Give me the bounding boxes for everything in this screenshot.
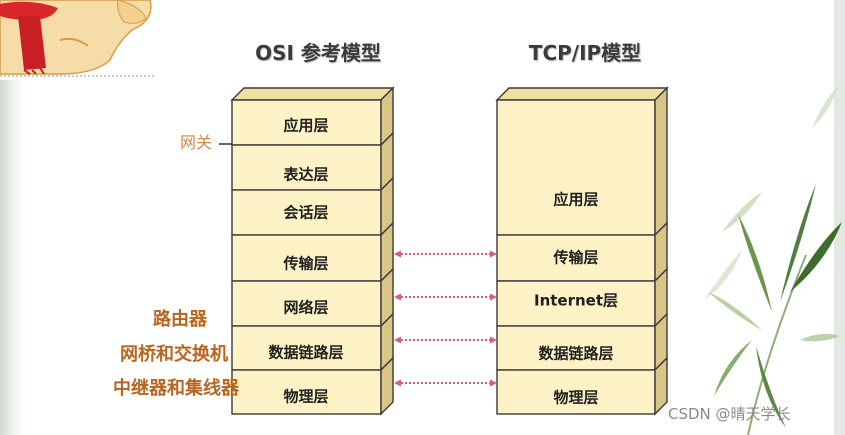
tcpip-layer-label: 物理层 xyxy=(553,389,598,407)
osi-layer-label: 物理层 xyxy=(283,388,328,406)
tcpip-layer-label: 传输层 xyxy=(552,249,598,267)
csdn-watermark: CSDN @晴天学长 xyxy=(668,405,791,423)
repeater-hub-label: 中继器和集线器 xyxy=(113,378,239,399)
right-watercolor-strip xyxy=(834,0,845,435)
tcpip-layer-physical: 物理层 xyxy=(496,356,668,416)
tcpip-layer-transport: 传输层 xyxy=(496,221,668,283)
network-mapping-arrow xyxy=(394,293,497,301)
tcpip-layer-internet: Internet层 xyxy=(496,267,668,328)
bamboo-illustration xyxy=(704,86,842,435)
osi-layer-application: 应用层 xyxy=(231,86,394,147)
physical-mapping-arrow xyxy=(394,379,497,387)
osi-model-title: OSI 参考模型 xyxy=(255,41,381,65)
osi-layer-label: 数据链路层 xyxy=(268,344,343,362)
router-label: 路由器 xyxy=(153,309,207,330)
data-link-mapping-arrow xyxy=(394,336,497,344)
cartoon-illustration xyxy=(0,0,156,77)
gateway-label: 网关 xyxy=(180,133,213,152)
tcpip-model-title: TCP/IP模型 xyxy=(528,41,642,65)
osi-model-stack: 应用层 表达层 会话层 传输层 网络层 xyxy=(230,86,395,416)
osi-layer-label: 会话层 xyxy=(283,204,328,222)
tcpip-layer-network-access-link: 数据链路层 xyxy=(496,312,668,372)
osi-layer-transport: 传输层 xyxy=(231,221,394,283)
osi-layer-data-link: 数据链路层 xyxy=(231,312,394,372)
tcpip-layer-label: 应用层 xyxy=(553,191,598,209)
osi-stack-top xyxy=(230,87,395,101)
left-watercolor-strip xyxy=(0,80,30,435)
osi-layer-label: 传输层 xyxy=(282,255,328,273)
transport-mapping-arrow xyxy=(394,250,497,258)
osi-layer-label: 网络层 xyxy=(283,299,328,317)
tcpip-model-stack: 应用层 传输层 Internet层 数据链路层 物理层 xyxy=(495,86,669,416)
tcpip-stack-top xyxy=(495,87,669,101)
tcpip-layer-application: 应用层 xyxy=(496,86,668,237)
bridge-switch-label: 网桥和交换机 xyxy=(120,344,228,365)
osi-layer-label: 表达层 xyxy=(283,166,328,184)
osi-layer-physical: 物理层 xyxy=(231,356,394,416)
osi-layer-label: 应用层 xyxy=(283,117,328,135)
tcpip-layer-label: 数据链路层 xyxy=(538,345,613,363)
tcpip-layer-label: Internet层 xyxy=(534,292,618,310)
osi-layer-presentation: 表达层 xyxy=(231,131,394,192)
